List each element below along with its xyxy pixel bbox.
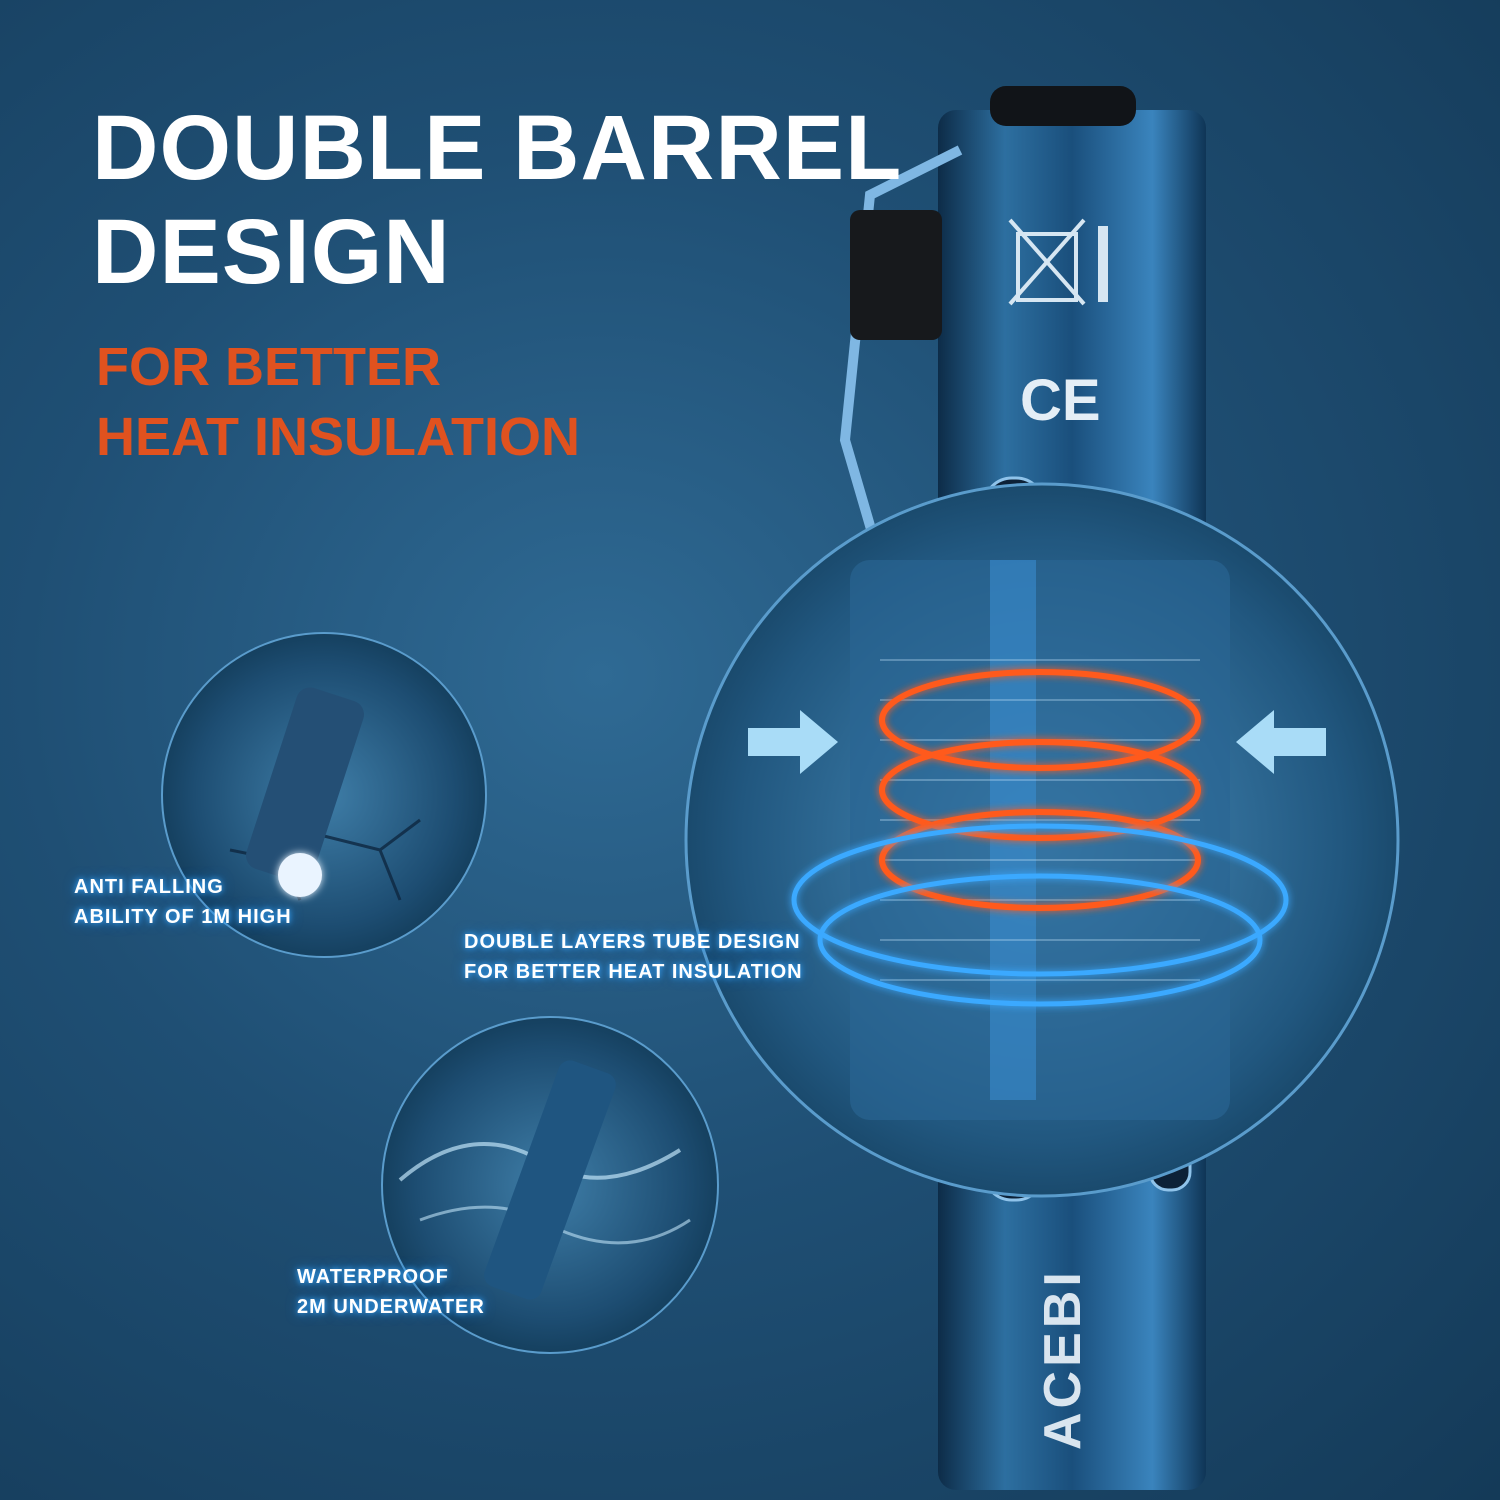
waterproof-callout: WATERPROOF 2M UNDERWATER [297,1262,485,1322]
clip-mount [850,210,942,340]
title-line-2: DESIGN [92,201,451,303]
double-layer-line-2: FOR BETTER HEAT INSULATION [464,961,803,983]
subtitle-line-2: HEAT INSULATION [96,407,580,467]
page-title: DOUBLE BARREL DESIGN [92,96,902,304]
waterproof-illustration [381,1016,719,1354]
heat-insulation-cutaway [684,482,1400,1198]
weee-bin-icon [1008,218,1108,306]
page-subtitle: FOR BETTER HEAT INSULATION [96,332,580,472]
arrow-right-icon [748,710,838,774]
arrow-left-icon [1236,710,1326,774]
tail-switch-cap [990,86,1136,126]
anti-fall-line-2: ABILITY OF 1M HIGH [74,906,292,928]
title-line-1: DOUBLE BARREL [92,97,903,199]
anti-fall-illustration [161,632,487,958]
insulation-rings [791,823,1289,1007]
waterproof-line-2: 2M UNDERWATER [297,1296,485,1318]
double-layer-line-1: DOUBLE LAYERS TUBE DESIGN [464,931,801,953]
ce-mark-icon: CE [1020,368,1101,433]
waterproof-line-1: WATERPROOF [297,1266,449,1288]
brand-lettering: ACEBI [1034,1268,1092,1450]
double-layer-callout: DOUBLE LAYERS TUBE DESIGN FOR BETTER HEA… [464,927,803,987]
anti-fall-line-1: ANTI FALLING [74,876,224,898]
subtitle-line-1: FOR BETTER [96,337,441,397]
heat-rings [879,669,1201,911]
anti-fall-callout: ANTI FALLING ABILITY OF 1M HIGH [74,872,292,932]
led-glow [278,853,322,897]
